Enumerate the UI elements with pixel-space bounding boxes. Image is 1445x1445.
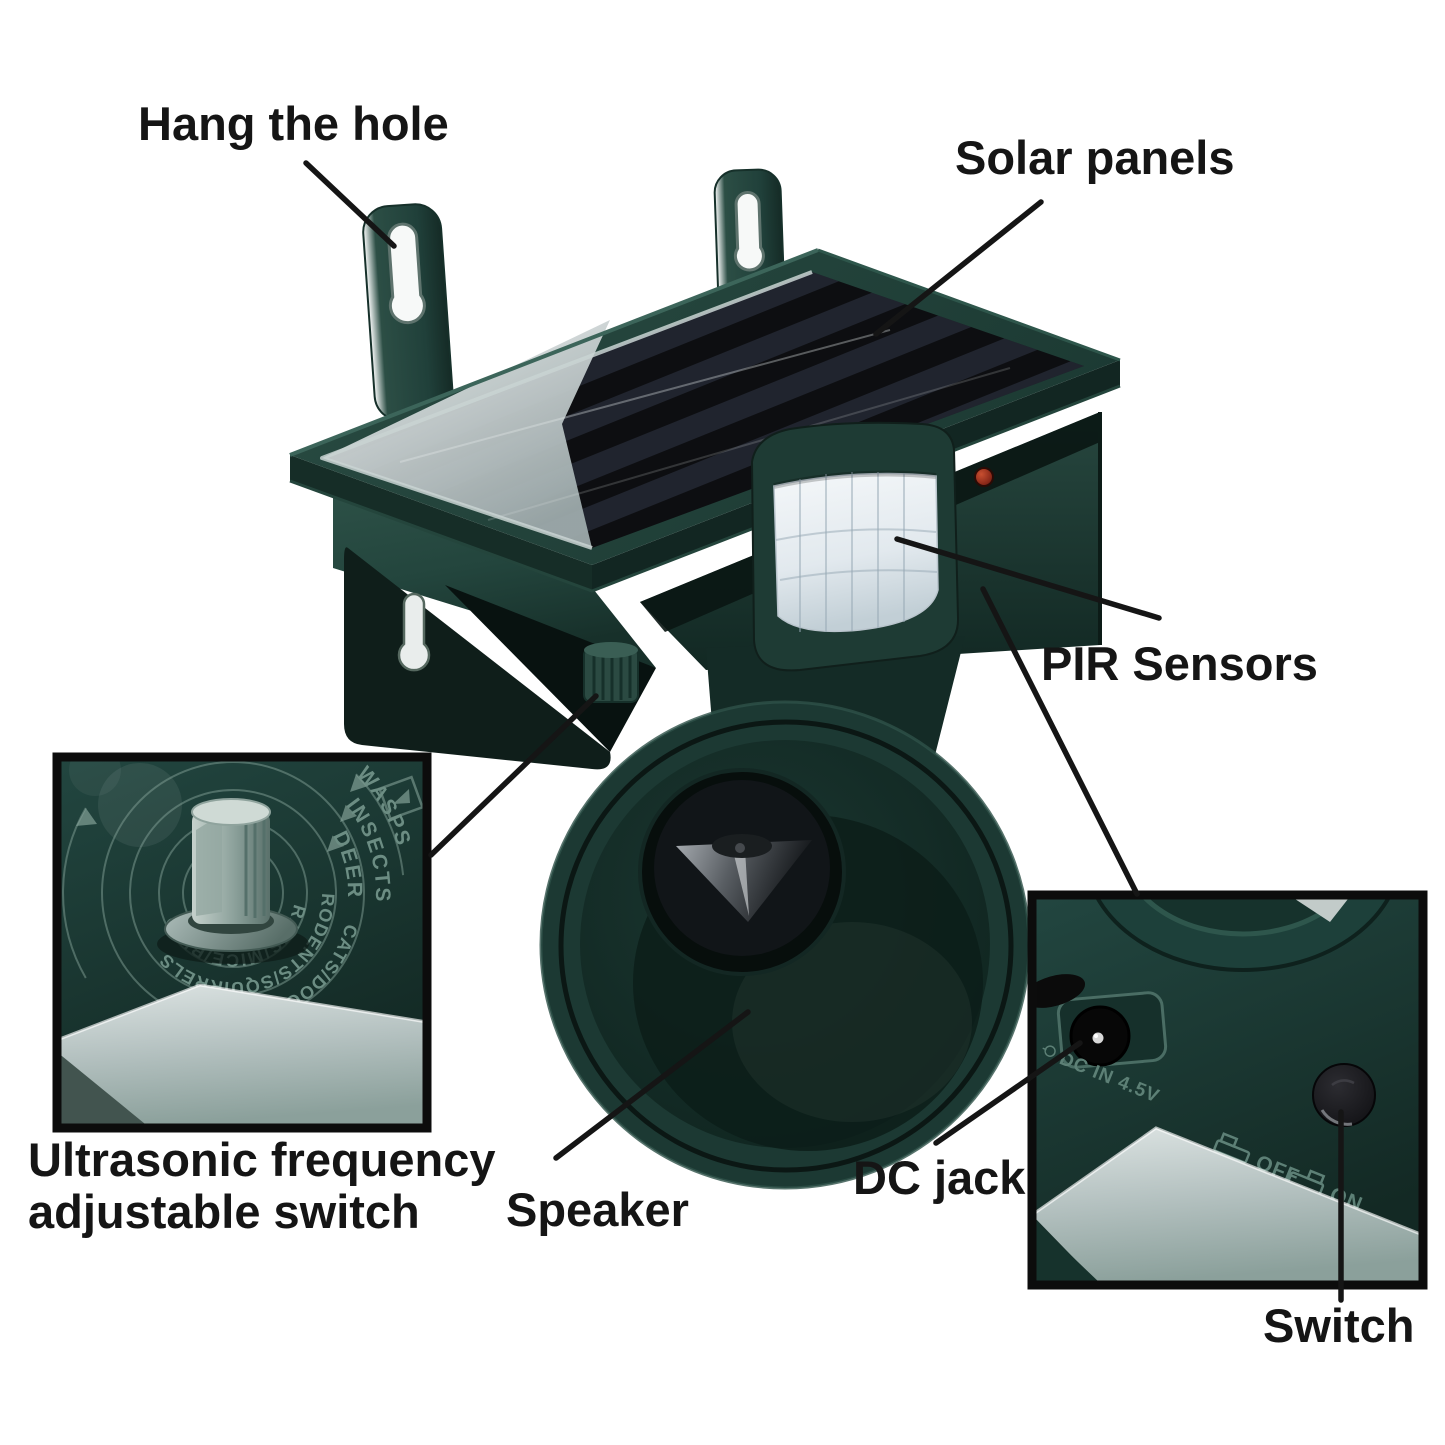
label-ultrasonic-switch: Ultrasonic frequency adjustable switch [28,1134,496,1238]
label-switch: Switch [1263,1299,1415,1352]
leader-speaker [553,1009,751,1161]
leader-pir-sensors [894,536,1162,621]
power-switch-button [1312,1063,1376,1127]
led-indicator [974,467,994,487]
frequency-knob [583,642,639,703]
label-pir-sensors: PIR Sensors [1041,637,1318,690]
leader-lines [303,160,1344,1303]
leader-dc-jack [933,1040,1083,1146]
speaker-horn [539,700,1031,1190]
label-ultrasonic-line2: adjustable switch [28,1185,420,1238]
leader-solar-panels [873,199,1044,337]
label-speaker: Speaker [506,1183,689,1236]
inset-dial-border [52,752,432,1133]
dial-knob [157,798,309,964]
leader-dial-inset [428,693,599,858]
rubber-plug [1032,974,1086,1008]
label-hang-hole: Hang the hole [138,97,449,150]
keyhole-left-tab [387,222,426,325]
leader-hang-hole [303,160,397,249]
solar-panel [289,248,1121,593]
pir-sensor-lens [773,472,939,633]
label-dc-jack: DC jack [853,1151,1026,1204]
keyhole-right-tab [733,191,765,272]
inset-power-photo: DC IN 4.5V OFF ON [1027,890,1428,1290]
hang-tab-left [362,203,454,422]
label-ultrasonic-line1: Ultrasonic frequency [28,1133,496,1186]
label-solar-panels: Solar panels [955,131,1235,184]
pir-sensor [750,421,994,672]
inset-dial-photo: WASPS INSECTS DEER RATS/MICE/BIRD RODENT… [52,752,432,1133]
keyhole-bracket [397,592,431,672]
leader-power-inset [980,586,1140,897]
inset-power-border [1027,890,1428,1290]
